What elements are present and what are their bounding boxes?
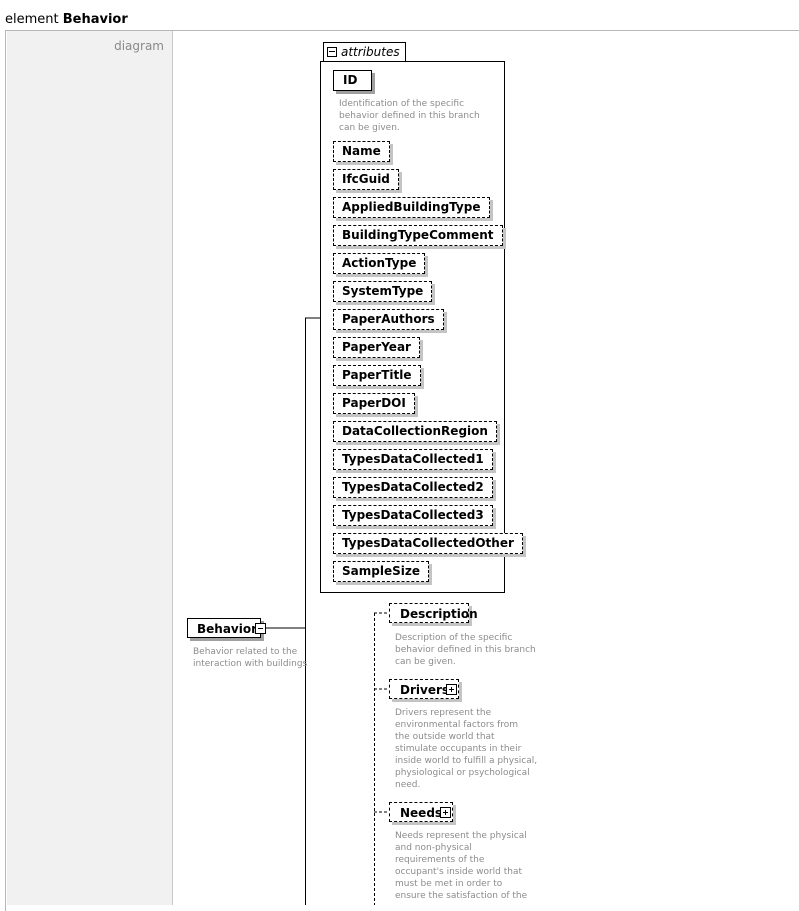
collapse-toggle-icon[interactable] (327, 47, 337, 57)
child-element-drivers[interactable]: Drivers (389, 679, 459, 699)
attribute-papertitle[interactable]: PaperTitle (333, 365, 421, 386)
attribute-typesdatacollected3[interactable]: TypesDataCollected3 (333, 505, 493, 526)
page-title: element Behavior (5, 12, 128, 27)
left-label-column: diagram (7, 31, 173, 905)
attributes-group-header[interactable]: attributes (323, 42, 406, 61)
attribute-ifcguid[interactable]: IfcGuid (333, 169, 399, 190)
page-title-prefix: element (5, 12, 59, 27)
attribute-appliedbuildingtype[interactable]: AppliedBuildingType (333, 197, 490, 218)
attribute-id-doc: Identification of the specific behavior … (339, 99, 480, 133)
diagram-row-label: diagram (114, 39, 164, 53)
attribute-actiontype[interactable]: ActionType (333, 253, 426, 274)
attribute-samplesize[interactable]: SampleSize (333, 561, 429, 582)
drivers-doc: Drivers represent the environmental fact… (395, 708, 538, 790)
child-element-description[interactable]: Description (389, 603, 478, 623)
attribute-systemtype[interactable]: SystemType (333, 281, 433, 302)
attribute-datacollectionregion[interactable]: DataCollectionRegion (333, 421, 497, 442)
root-element-doc: Behavior related to the interaction with… (193, 647, 308, 669)
attributes-group-label: attributes (341, 45, 400, 59)
attribute-paperdoi[interactable]: PaperDOI (333, 393, 415, 414)
attribute-name[interactable]: Name (333, 141, 390, 162)
expand-icon[interactable] (446, 684, 457, 695)
expand-icon[interactable] (440, 807, 451, 818)
child-element-needs[interactable]: Needs (389, 802, 453, 822)
root-element-label: Behavior (197, 622, 258, 636)
attribute-id[interactable]: ID (333, 70, 373, 91)
attribute-paperauthors[interactable]: PaperAuthors (333, 309, 444, 330)
root-element-behavior[interactable]: Behavior (187, 618, 261, 638)
attribute-typesdatacollected1[interactable]: TypesDataCollected1 (333, 449, 493, 470)
attribute-buildingtypecomment[interactable]: BuildingTypeComment (333, 225, 503, 246)
collapse-icon[interactable] (255, 623, 266, 634)
attribute-typesdatacollectedother[interactable]: TypesDataCollectedOther (333, 533, 523, 554)
attribute-typesdatacollected2[interactable]: TypesDataCollected2 (333, 477, 493, 498)
attribute-paperyear[interactable]: PaperYear (333, 337, 420, 358)
needs-doc: Needs represent the physical and non-phy… (395, 831, 528, 901)
content-frame (5, 30, 799, 911)
page-title-element-name: Behavior (62, 12, 128, 27)
description-doc: Description of the specific behavior def… (395, 633, 536, 667)
